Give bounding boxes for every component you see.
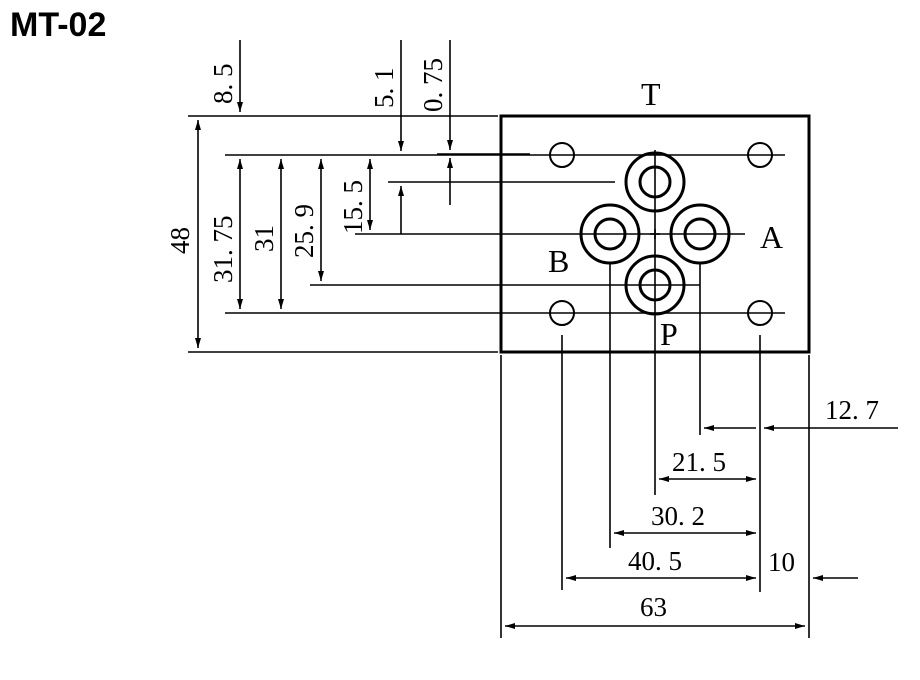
port-label-p: P: [660, 316, 678, 352]
dim-8-5: 8. 5: [208, 64, 238, 105]
dim-25-9: 25. 9: [289, 204, 319, 258]
dim-40-5: 40. 5: [628, 546, 682, 576]
dim-30-2: 30. 2: [651, 501, 705, 531]
dim-31: 31: [249, 225, 279, 252]
dim-48: 48: [165, 227, 195, 254]
drawing-title: MT-02: [10, 6, 107, 44]
vertical-dimension-lines: [195, 40, 453, 348]
horizontal-extension-lines: [188, 115, 785, 353]
vertical-extension-lines: [500, 150, 810, 638]
port-label-t: T: [641, 76, 661, 112]
horizontal-dimension-lines: [505, 425, 898, 629]
dim-63: 63: [640, 592, 667, 622]
dim-10: 10: [768, 547, 795, 577]
dim-15-5: 15. 5: [338, 180, 368, 234]
port-label-b: B: [548, 243, 569, 279]
dim-12-7: 12. 7: [825, 395, 879, 425]
port-label-a: A: [760, 219, 783, 255]
dim-21-5: 21. 5: [672, 447, 726, 477]
dim-5-1: 5. 1: [369, 68, 399, 109]
dim-31-75: 31. 75: [208, 216, 238, 284]
dim-0-75: 0. 75: [418, 58, 448, 112]
